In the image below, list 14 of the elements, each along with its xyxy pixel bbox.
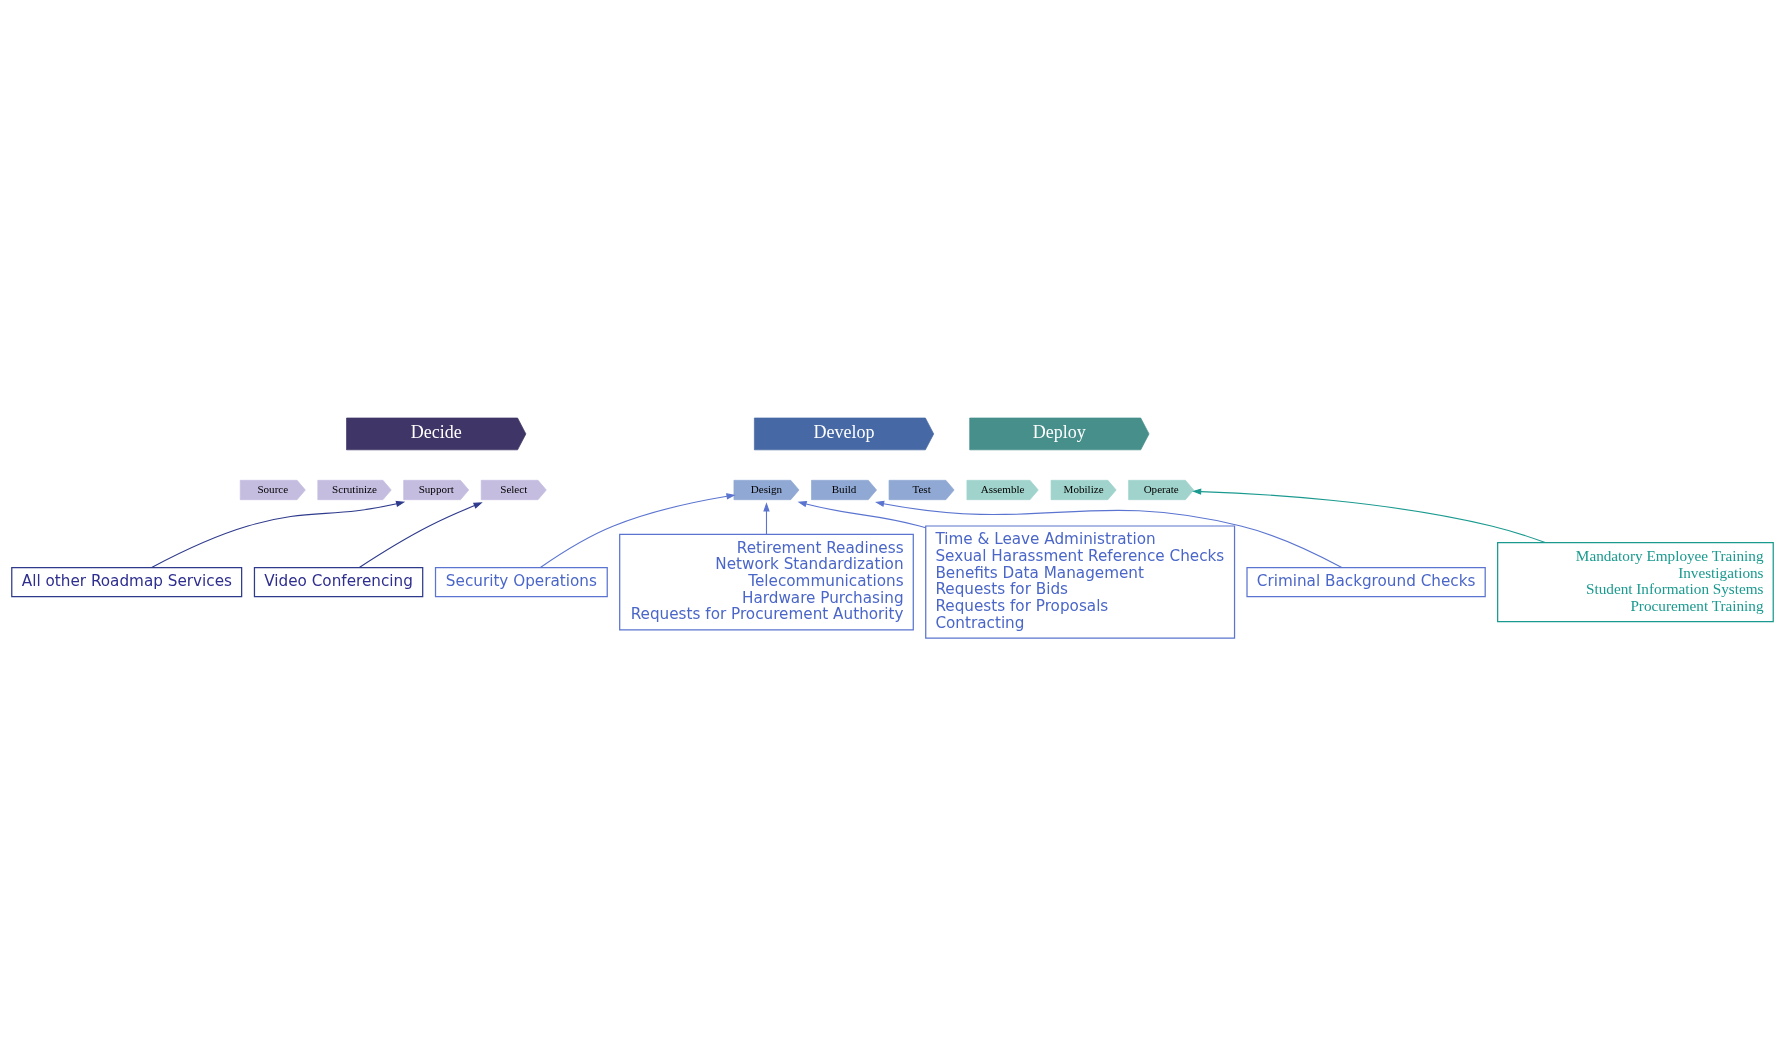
arrow: [358, 501, 483, 568]
node-box: Mandatory Employee Training Investigations Student Information Systems Procurement Training: [1496, 541, 1774, 622]
node-box: Time & Leave Administration Sexual Harassment Reference Checks Benefits Data Management Requests for Bids Requests for Proposals Contracting: [924, 524, 1235, 639]
arrow: [539, 492, 736, 568]
node-box: Security Operations: [434, 566, 608, 597]
arrow: [797, 500, 926, 528]
node-box: Criminal Background Checks: [1245, 566, 1486, 597]
node-box: All other Roadmap Services: [10, 566, 242, 597]
arrow: [1191, 487, 1546, 543]
arrow: [874, 500, 1342, 568]
arrow: [150, 500, 405, 568]
arrow: [762, 501, 770, 535]
node-box: Video Conferencing: [253, 566, 423, 597]
node-box: Retirement Readiness Network Standardization Telecommunications Hardware Purchasing Requests for Procurement Authority: [618, 533, 914, 630]
